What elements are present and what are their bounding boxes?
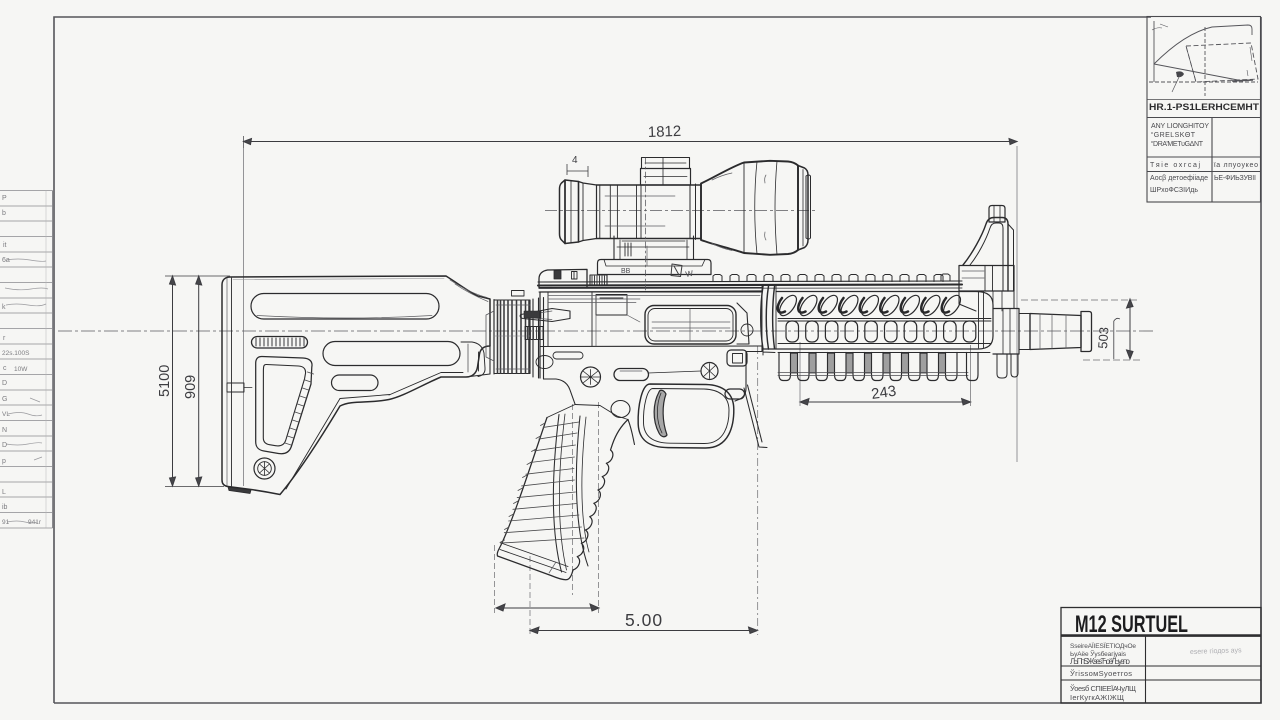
svg-text:M12 SURTUEL: M12 SURTUEL <box>1075 611 1188 638</box>
svg-text:ib: ib <box>2 504 8 511</box>
svg-text:909: 909 <box>183 375 199 399</box>
svg-text:4: 4 <box>572 155 578 166</box>
svg-text:503: 503 <box>1095 327 1111 350</box>
svg-text:ЬуАёе Ўуѕбеагϳуаіѕ: ЬуАёе Ўуѕбеагϳуаіѕ <box>1070 649 1127 658</box>
svg-text:ШРхоФСЗІИдь: ШРхоФСЗІИдь <box>1150 187 1198 194</box>
svg-text:243: 243 <box>870 383 897 403</box>
svg-text:6a: 6a <box>2 257 10 264</box>
svg-text:r: r <box>3 335 6 342</box>
svg-text:Аосβ детоефііаде: Аосβ детоефііаде <box>1150 174 1208 182</box>
svg-text:p: p <box>2 458 6 465</box>
svg-text:Ўоеѕб СПІЕЕЇАЧуЛЩ: Ўоеѕб СПІЕЕЇАЧуЛЩ <box>1070 684 1136 693</box>
svg-text:k: k <box>2 304 6 311</box>
svg-text:BB: BB <box>621 268 631 275</box>
svg-text:ЅѕеігеАЇІЕЅЇЕТІОДчОе: ЅѕеігеАЇІЕЅЇЕТІОДчОе <box>1070 642 1136 650</box>
svg-text:5100: 5100 <box>157 365 173 397</box>
svg-text:G: G <box>2 396 7 403</box>
svg-text:P: P <box>2 195 7 202</box>
svg-text:VL: VL <box>2 411 10 418</box>
svg-text:941r: 941r <box>28 519 42 526</box>
svg-text:b: b <box>2 210 6 217</box>
svg-text:еѕеге гіодоѕ ауѕ: еѕеге гіодоѕ ауѕ <box>1190 646 1242 656</box>
svg-text:1812: 1812 <box>648 123 682 141</box>
svg-text:ϊа лпуоукео: ϊа лпуоукео <box>1213 162 1258 169</box>
svg-text:ЬЕ-ФИЬЗУВІІ: ЬЕ-ФИЬЗУВІІ <box>1214 175 1256 182</box>
svg-text:L: L <box>2 489 6 496</box>
svg-text:“GRELSKΘT: “GRELSKΘT <box>1151 132 1196 139</box>
svg-text:ЎгіѕѕомЅуоетгоѕ: ЎгіѕѕомЅуоетгоѕ <box>1070 669 1132 678</box>
svg-text:22s.100S: 22s.100S <box>2 350 30 357</box>
svg-text:91: 91 <box>2 519 10 526</box>
svg-text:“DRA’METυGΔNT: “DRA’METυGΔNT <box>1151 141 1204 148</box>
svg-text:ЉПпЅЖ ѕеѕЋоёЉуепо: ЉПпЅЖ ѕеѕЋоёЉуепо <box>1070 657 1131 666</box>
svg-text:D: D <box>2 442 7 449</box>
svg-text:N: N <box>2 427 7 434</box>
svg-text:ІегКугкАЖІЖЩ: ІегКугкАЖІЖЩ <box>1070 693 1124 702</box>
svg-text:Tяіе охгсај: Tяіе охгсај <box>1150 161 1200 169</box>
svg-text:10W: 10W <box>14 366 28 373</box>
svg-text:D: D <box>2 380 7 387</box>
svg-text:HR.1-PS1LERHCEΜHT: HR.1-PS1LERHCEΜHT <box>1149 102 1259 113</box>
svg-text:5.00: 5.00 <box>625 610 663 630</box>
svg-text:W: W <box>685 269 694 279</box>
svg-text:c: c <box>3 365 7 372</box>
svg-text:it: it <box>3 242 7 249</box>
svg-text:ANY LIONGHΙTOY: ANY LIONGHΙTOY <box>1151 123 1209 130</box>
